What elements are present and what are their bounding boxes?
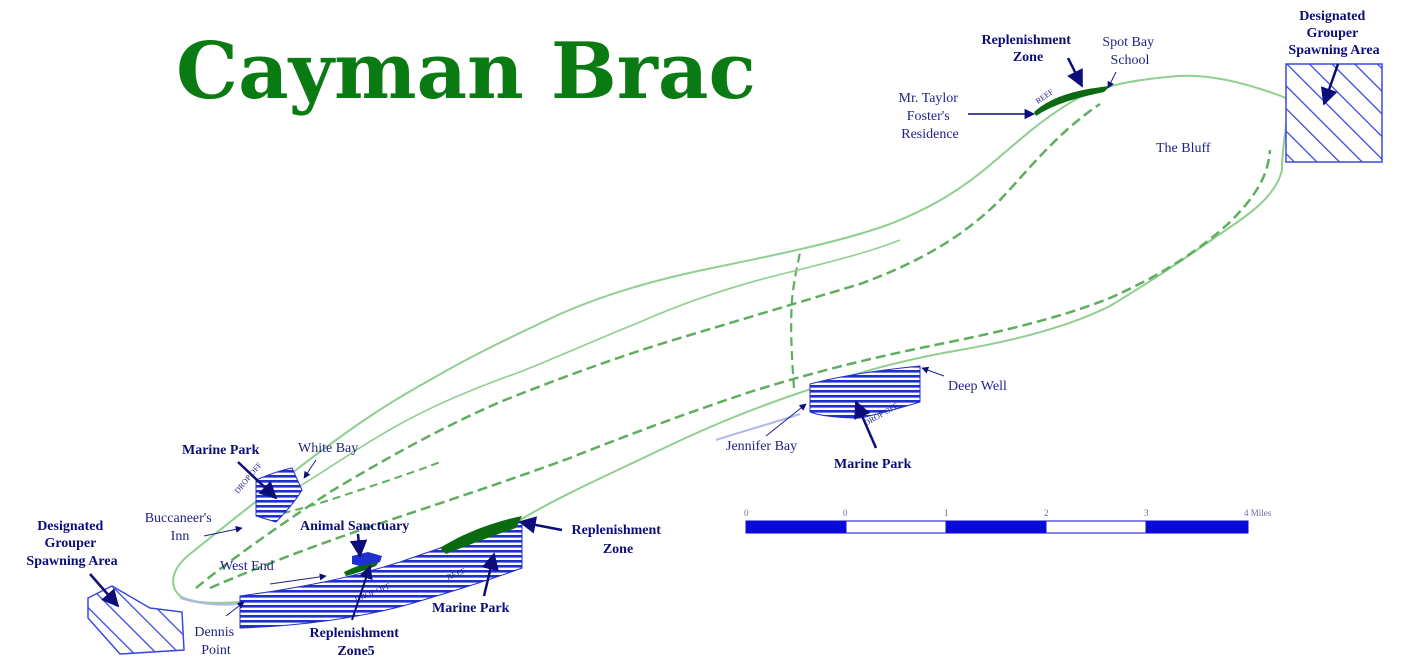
- scale-segment: [945, 520, 1047, 534]
- arrow-buccaneers-inn: [203, 525, 243, 537]
- scale-segment: [745, 520, 847, 534]
- label-jennifer-bay: Jennifer Bay: [726, 439, 797, 454]
- scale-segment: [1145, 520, 1249, 534]
- replenishment-zone-ne: [1034, 86, 1110, 116]
- scale-segment: [1045, 520, 1147, 534]
- label-the-bluff: The Bluff: [1156, 141, 1211, 156]
- label-mr-taylor: Mr. Taylor Foster's Residence: [899, 91, 962, 142]
- scale-tick-label: 1: [944, 508, 949, 518]
- grouper-spawning-area-ne: [1285, 63, 1383, 163]
- grouper-spawning-area-sw: [87, 585, 185, 655]
- south-road: [209, 149, 1272, 590]
- arrow-replenishment-ne: [1066, 57, 1084, 88]
- label-replenishment-zone-ne: Replenishment Zone: [982, 33, 1075, 65]
- label-buccaneers-inn: Buccaneer's Inn: [145, 511, 216, 544]
- jennifer-bay-line: [715, 413, 801, 441]
- label-deep-well: Deep Well: [948, 379, 1007, 394]
- scale-bar: 0 0 1 2 3 4 Miles: [744, 508, 1272, 534]
- arrow-dennis-point: [225, 601, 245, 617]
- animal-sanctuary-area: [352, 552, 382, 566]
- arrow-grouper-ne: [1320, 63, 1340, 106]
- scale-tick-label: 4 Miles: [1244, 508, 1272, 518]
- island-coastline: [172, 74, 1289, 604]
- map-title: Cayman Brac: [176, 26, 756, 117]
- label-white-bay: White Bay: [298, 441, 358, 456]
- west-cross-road: [269, 461, 441, 517]
- arrow-animal-sanctuary: [349, 533, 368, 558]
- arrow-marine-park-east: [854, 400, 878, 449]
- arrow-jennifer-bay: [765, 403, 807, 437]
- marine-park-east: [809, 365, 921, 419]
- label-grouper-ne: Designated Grouper Spawning Area: [1288, 9, 1379, 58]
- scale-tick-label: 3: [1144, 508, 1149, 518]
- arrow-west-end: [269, 573, 327, 585]
- scale-tick-label: 0: [744, 508, 749, 518]
- label-west-end: West End: [220, 559, 274, 574]
- label-marine-park-nw: Marine Park: [182, 443, 260, 458]
- label-grouper-sw: Designated Grouper Spawning Area: [26, 519, 117, 569]
- arrow-deep-well: [921, 366, 945, 377]
- replenishment-zone-se: [440, 516, 522, 554]
- north-road: [195, 102, 1101, 589]
- label-marine-park-east: Marine Park: [834, 457, 912, 472]
- arrow-spot-bay: [1107, 71, 1117, 89]
- arrow-replenishment-se: [518, 516, 563, 534]
- arrow-grouper-sw: [89, 573, 120, 608]
- west-shore-line: [179, 597, 239, 606]
- label-replenishment-zone-se: Replenishment Zone: [572, 523, 665, 557]
- arrow-replenishment-zone5: [351, 564, 373, 621]
- label-marine-park-south: Marine Park: [432, 601, 510, 616]
- arrow-white-bay: [303, 459, 317, 479]
- arrow-marine-park-nw: [237, 461, 278, 500]
- label-spot-bay-school: Spot Bay School: [1102, 35, 1157, 68]
- cross-road: [790, 251, 802, 389]
- inner-road: [299, 239, 901, 487]
- label-animal-sanctuary: Animal Sanctuary: [300, 519, 409, 534]
- scale-segment: [845, 520, 947, 534]
- label-replenishment-zone5: Replenishment Zone5: [310, 626, 403, 658]
- scale-tick-label: 2: [1044, 508, 1049, 518]
- scale-tick-label: 0: [843, 508, 848, 518]
- arrow-marine-park-south: [481, 552, 499, 597]
- label-dennis-point: Dennis Point: [194, 625, 237, 658]
